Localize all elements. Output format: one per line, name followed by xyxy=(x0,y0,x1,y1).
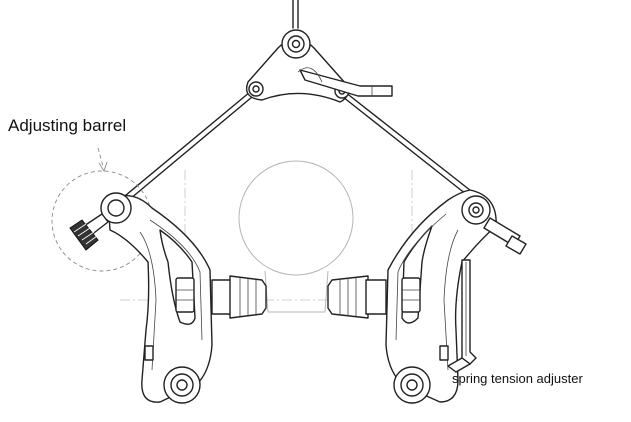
left-brake-pad xyxy=(211,275,267,319)
right-brake-arm xyxy=(385,189,527,404)
adjusting-barrel-label: Adjusting barrel xyxy=(8,116,127,135)
allen-key xyxy=(447,259,477,373)
main-cable xyxy=(292,0,299,29)
left-brake-arm xyxy=(69,192,213,404)
cable-carrier xyxy=(245,29,393,103)
right-brake-pad xyxy=(327,275,387,319)
callout-leader xyxy=(97,147,104,167)
spring-tension-adjuster-label: spring tension adjuster xyxy=(452,371,583,386)
